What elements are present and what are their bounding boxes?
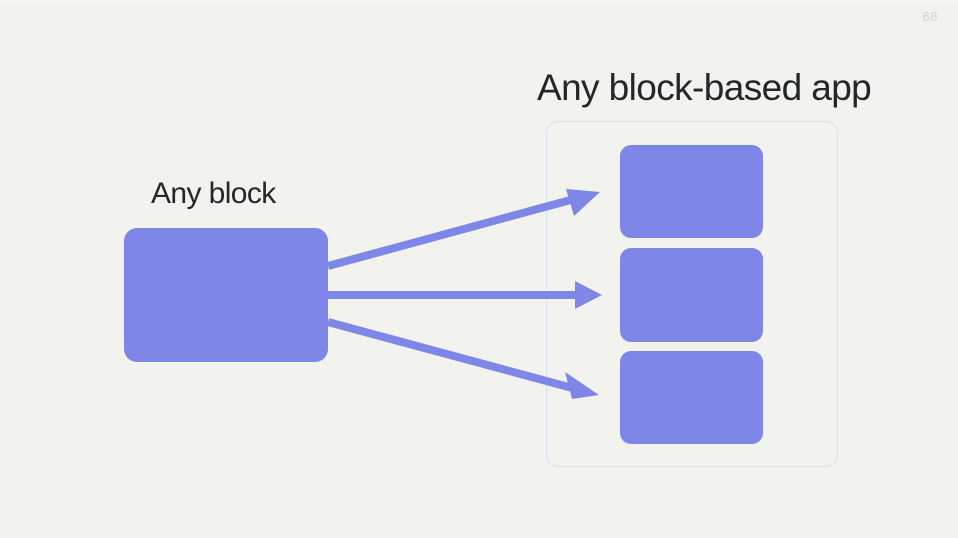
app-block-3 — [620, 351, 763, 444]
page-number: 68 — [922, 9, 938, 24]
app-block-1 — [620, 145, 763, 238]
source-block-label: Any block — [151, 177, 276, 210]
source-block — [124, 228, 328, 362]
app-container-title: Any block-based app — [537, 67, 872, 108]
slide-top-edge-band — [0, 0, 958, 4]
app-block-2 — [620, 248, 763, 342]
